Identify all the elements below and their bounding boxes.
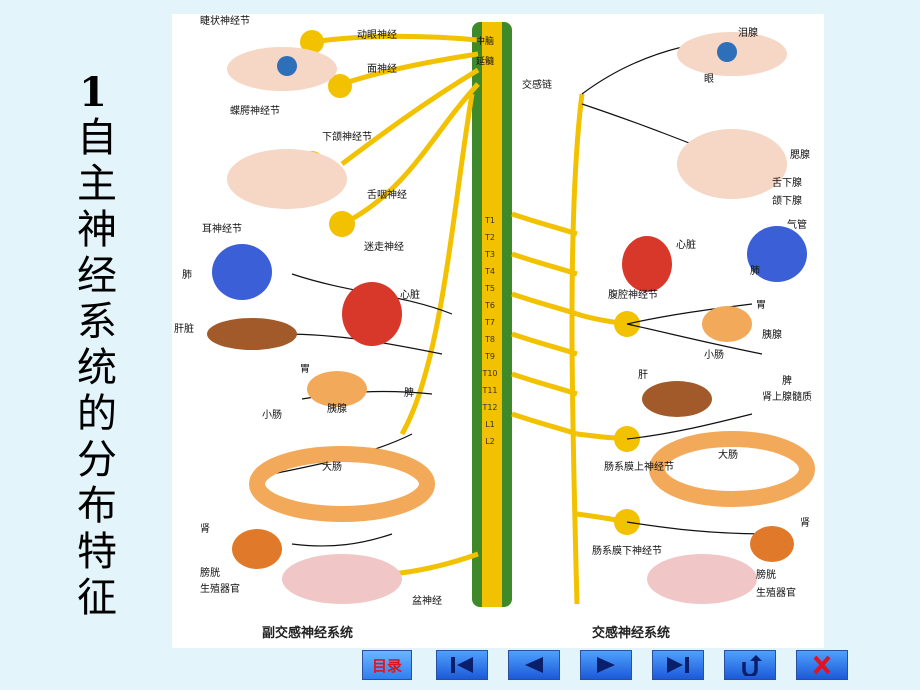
segment-t7: T7 (485, 318, 495, 327)
segment-t4: T4 (485, 267, 495, 276)
large-intestine-label-right: 大肠 (718, 450, 738, 461)
vagus-nerve-label: 迷走神经 (364, 242, 404, 253)
stomach-label-left: 胃 (300, 364, 310, 375)
pancreas-label-right: 胰腺 (762, 330, 782, 341)
medulla-label: 延髓 (476, 57, 495, 67)
parotid-gland-label: 腮腺 (790, 150, 810, 161)
segment-t1: T1 (485, 216, 495, 225)
last-icon (667, 657, 689, 673)
glossopharyngeal-nerve-label: 舌咽神经 (367, 190, 407, 201)
small-intestine-label-right: 小肠 (704, 350, 724, 361)
adrenal-medulla-label: 肾上腺髓质 (762, 392, 812, 403)
celiac-ganglion-label: 腹腔神经节 (608, 290, 658, 301)
segment-t2: T2 (485, 233, 495, 242)
segment-t5: T5 (485, 284, 495, 293)
segment-t6: T6 (485, 301, 495, 310)
return-icon (742, 655, 762, 676)
heart-label-right: 心脏 (676, 240, 696, 251)
segment-l1: L1 (485, 420, 495, 429)
slide-number: 1 (79, 69, 107, 116)
next-button[interactable] (580, 650, 632, 680)
segment-t10: T10 (482, 369, 498, 378)
close-button[interactable] (796, 650, 848, 680)
submandibular-gland-label: 颌下腺 (772, 196, 802, 207)
lacrimal-gland-label: 泪腺 (738, 28, 758, 39)
slide-heading: 自主神经系统的分布特征 (70, 116, 116, 622)
spleen-label-left: 脾 (404, 388, 414, 399)
stomach-label-right: 胃 (756, 300, 766, 311)
spinal-cord (482, 22, 502, 607)
segment-t9: T9 (485, 352, 495, 361)
spleen-label-right: 脾 (782, 376, 792, 387)
sympathetic-ganglia (614, 311, 640, 535)
segment-t3: T3 (485, 250, 495, 259)
sympathetic-caption: 交感神经系统 (592, 626, 671, 641)
last-button[interactable] (652, 650, 704, 680)
close-icon (813, 655, 831, 675)
pelvic-nerve-label: 盆神经 (412, 596, 442, 607)
facial-nerve-label: 面神经 (367, 64, 397, 75)
parasympathetic-caption: 副交感神经系统 (262, 626, 354, 641)
heart-label-left: 心脏 (400, 290, 420, 301)
first-icon (451, 657, 473, 673)
inferior-mesenteric-ganglion-label: 肠系膜下神经节 (592, 546, 662, 557)
ciliary-ganglion-label: 睫状神经节 (200, 16, 250, 27)
segment-t12: T12 (482, 403, 498, 412)
slide-title: 1 自主神经系统的分布特征 (58, 69, 128, 623)
first-button[interactable] (436, 650, 488, 680)
liver-label-left: 肝脏 (174, 324, 194, 335)
segment-l2: L2 (485, 437, 495, 446)
bladder-label-right: 膀胱 (756, 570, 776, 581)
return-button[interactable] (724, 650, 776, 680)
large-intestine-label-left: 大肠 (322, 462, 342, 473)
pancreas-label-left: 胰腺 (327, 404, 347, 415)
anatomy-illustration (207, 22, 815, 607)
contents-button[interactable]: 目录 (362, 650, 412, 680)
sublingual-gland-label: 舌下腺 (772, 178, 802, 189)
previous-button[interactable] (508, 650, 560, 680)
otic-ganglion-label: 耳神经节 (202, 224, 242, 235)
oculomotor-nerve-label: 动眼神经 (357, 30, 397, 41)
liver-label-right: 肝 (638, 370, 648, 381)
segment-t11: T11 (482, 386, 498, 395)
bladder-label-left: 膀胱 (200, 568, 220, 579)
pterygopalatine-ganglion-label: 蝶腭神经节 (230, 106, 280, 117)
sympathetic-chain-label: 交感链 (522, 80, 552, 91)
kidney-label-right: 肾 (800, 518, 810, 529)
midbrain-label: 中脑 (476, 37, 495, 47)
small-intestine-label-left: 小肠 (262, 410, 282, 421)
superior-mesenteric-ganglion-label: 肠系膜上神经节 (604, 462, 674, 473)
organ-shapes (207, 32, 815, 604)
segment-t8: T8 (485, 335, 495, 344)
reproductive-label-right: 生殖器官 (756, 588, 796, 599)
sympathetic-chain (511, 93, 628, 605)
trachea-label: 气管 (787, 220, 807, 231)
kidney-label-left: 肾 (200, 524, 210, 535)
submandibular-ganglion-label: 下颌神经节 (322, 132, 372, 143)
eye-label: 眼 (704, 74, 714, 85)
reproductive-label-left: 生殖器官 (200, 584, 240, 595)
next-icon (597, 657, 615, 673)
lung-label-right: 肺 (750, 266, 760, 277)
contents-label: 目录 (371, 656, 402, 675)
autonomic-nervous-system-figure: 中脑 延髓 T1 T2 T3 T4 T5 T6 T7 T8 T9 T10 T11… (172, 14, 824, 648)
previous-icon (525, 657, 543, 673)
lung-label-left: 肺 (182, 270, 192, 281)
